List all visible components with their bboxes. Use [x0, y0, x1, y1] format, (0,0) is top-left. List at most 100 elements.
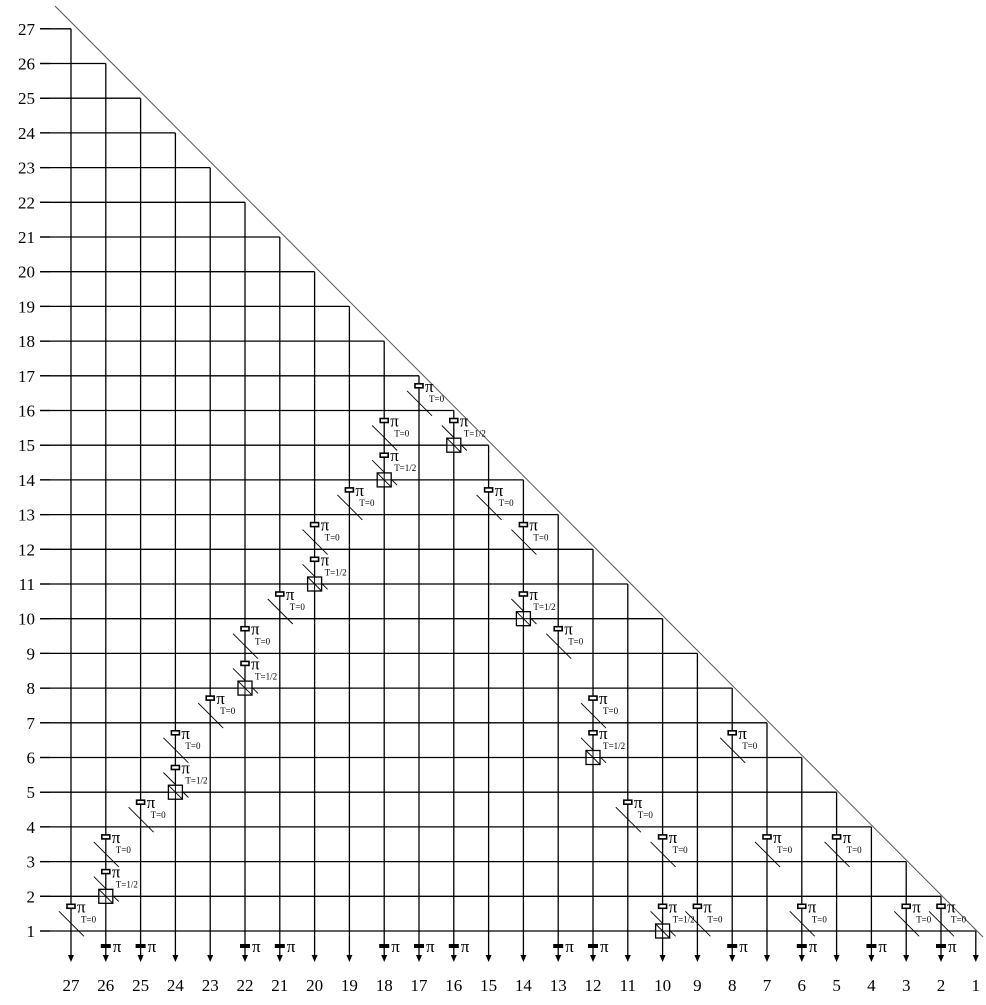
row-label: 5 — [27, 783, 36, 802]
pi-label: π — [738, 724, 747, 743]
arrow-head — [207, 955, 214, 962]
pi-label: π — [181, 759, 190, 778]
switch-diagonal — [655, 923, 670, 939]
phase-shifter-mark — [762, 834, 772, 840]
transmission-label: T=0 — [255, 637, 271, 647]
phase-shifter-mark — [518, 591, 529, 597]
arrow-head — [450, 955, 457, 962]
arrow-head — [798, 955, 805, 962]
column-label: 8 — [728, 976, 737, 995]
row-label: 24 — [18, 124, 36, 143]
transmission-label: T=0 — [638, 810, 654, 820]
coupler-slash — [128, 806, 154, 833]
pi-label: π — [321, 550, 330, 569]
pi-label: π — [565, 937, 574, 956]
pi-label: π — [495, 481, 504, 500]
pi-label: π — [425, 377, 434, 396]
phase-shifter-mark — [344, 487, 355, 493]
pi-label: π — [355, 481, 364, 500]
phase-shifter-mark — [101, 868, 111, 875]
row-label: 6 — [27, 749, 36, 768]
row-label: 9 — [27, 644, 36, 663]
row-label: 3 — [27, 853, 36, 872]
transmission-label: T=0 — [742, 741, 758, 751]
transmission-label: T=0 — [568, 637, 584, 647]
phase-shifter-mark — [309, 521, 320, 528]
coupler-slash — [163, 737, 189, 764]
row-label: 7 — [27, 714, 36, 733]
pi-label: π — [287, 937, 296, 956]
phase-shifter-mark — [274, 591, 285, 597]
coupler-slash — [371, 425, 398, 451]
column-label: 9 — [693, 976, 702, 995]
output-phase-mark — [414, 944, 424, 948]
pi-label: π — [390, 412, 399, 431]
column-label: 21 — [271, 976, 288, 995]
arrow-head — [172, 955, 179, 962]
transmission-label: T=0 — [359, 498, 375, 508]
switch-diagonal — [446, 437, 462, 453]
pi-label: π — [251, 654, 260, 673]
column-label: 2 — [937, 976, 946, 995]
row-label: 17 — [18, 367, 36, 386]
output-phase-mark — [274, 944, 285, 948]
phase-shifter-mark — [657, 834, 668, 840]
column-label: 16 — [445, 976, 462, 995]
arrow-head — [416, 955, 422, 962]
arrow-head — [276, 955, 283, 962]
arrow-head — [485, 955, 492, 962]
row-label: 22 — [18, 193, 35, 212]
phase-shifter-mark — [553, 625, 564, 632]
pi-label: π — [878, 937, 887, 956]
column-label: 24 — [167, 976, 185, 995]
phase-shifter-mark — [66, 903, 76, 910]
pi-label: π — [112, 828, 121, 847]
column-label: 17 — [411, 976, 429, 995]
pi-label: π — [460, 412, 469, 431]
column-label: 5 — [832, 976, 841, 995]
coupler-slash — [267, 598, 294, 625]
transmission-label: T=0 — [847, 845, 863, 855]
column-label: 1 — [972, 976, 981, 995]
row-label: 10 — [18, 610, 35, 629]
phase-shifter-mark — [588, 695, 598, 701]
transmission-label: T=0 — [707, 914, 723, 924]
row-label: 1 — [27, 922, 36, 941]
row-label: 12 — [18, 540, 35, 559]
phase-shifter-mark — [796, 903, 807, 910]
transmission-label: T=0 — [116, 845, 132, 855]
row-label: 18 — [18, 332, 35, 351]
output-phase-mark — [553, 944, 564, 948]
phase-shifter-mark — [135, 799, 146, 806]
coupler-slash — [58, 910, 85, 937]
row-label: 15 — [18, 436, 35, 455]
arrow-head — [346, 955, 353, 962]
pi-label: π — [461, 937, 470, 956]
column-label: 7 — [763, 976, 772, 995]
switch-diagonal — [307, 576, 322, 592]
pi-label: π — [948, 937, 957, 956]
arrow-head — [555, 955, 562, 962]
pi-label: π — [599, 724, 608, 743]
transmission-label: T=0 — [916, 914, 932, 924]
arrow-head — [972, 955, 979, 962]
phase-shifter-mark — [901, 903, 912, 910]
coupler-slash — [580, 702, 607, 729]
pi-label: π — [773, 828, 782, 847]
column-label: 19 — [341, 976, 358, 995]
switch-diagonal — [237, 680, 253, 696]
pi-label: π — [843, 828, 852, 847]
arrow-head — [833, 955, 840, 962]
output-phase-mark — [588, 944, 598, 948]
transmission-label: T=1/2 — [325, 567, 347, 577]
pi-label: π — [912, 897, 921, 916]
column-label: 25 — [132, 976, 149, 995]
arrow-head — [381, 955, 388, 962]
pi-label: π — [564, 620, 573, 639]
phase-shifter-mark — [588, 729, 598, 736]
phase-shifter-mark — [101, 834, 111, 840]
transmission-label: T=0 — [777, 845, 793, 855]
coupler-slash — [545, 633, 572, 660]
transmission-label: T=0 — [499, 498, 515, 508]
